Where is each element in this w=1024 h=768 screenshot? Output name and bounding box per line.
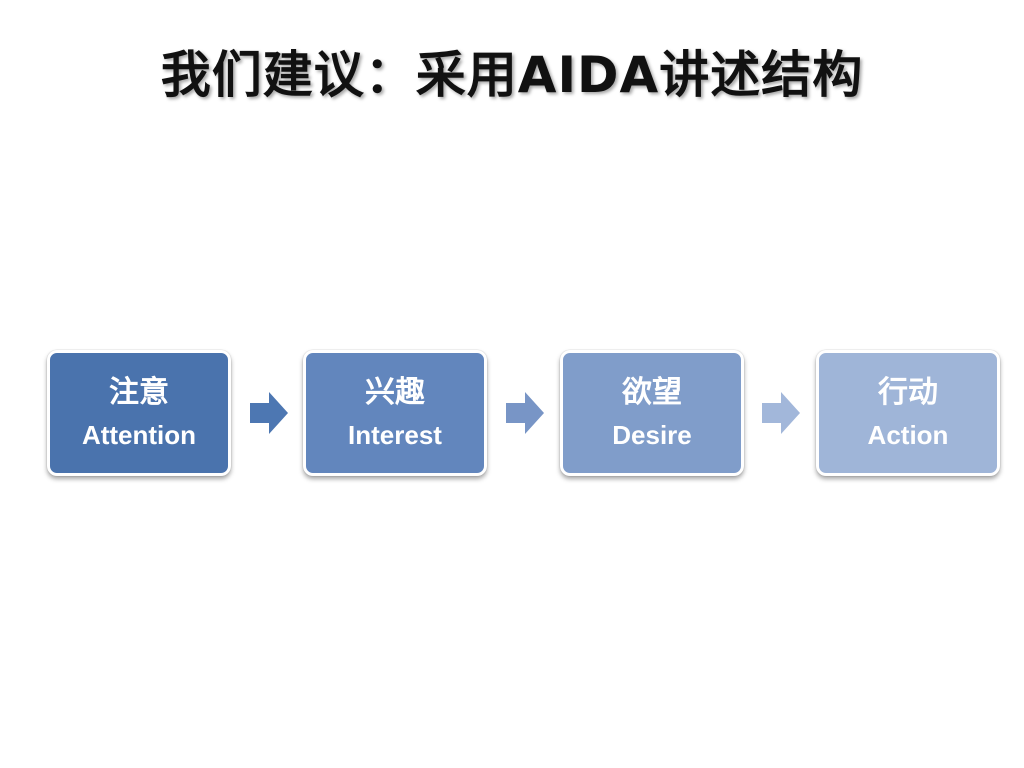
slide-title: 我们建议：采用AIDA讲述结构 xyxy=(160,46,864,104)
right-arrow-icon xyxy=(506,392,544,434)
step-interest-en-label: Interest xyxy=(348,420,442,450)
step-action-zh-label: 行动 xyxy=(878,375,938,410)
step-desire-box: 欲望 Desire xyxy=(560,350,744,476)
step-attention-en-label: Attention xyxy=(81,420,197,450)
step-interest-box: 兴趣 Interest xyxy=(303,350,487,476)
step-attention-zh-label: 注意 xyxy=(109,375,169,410)
step-desire-en-label: Desire xyxy=(612,420,692,450)
step-action-en-label: Action xyxy=(867,420,949,450)
step-action-box: 行动 Action xyxy=(816,350,1000,476)
step-attention-box: 注意 Attention xyxy=(47,350,231,476)
right-arrow-icon xyxy=(762,392,800,434)
step-desire-zh-label: 欲望 xyxy=(622,375,682,410)
step-interest-zh-label: 兴趣 xyxy=(365,375,425,410)
right-arrow-icon xyxy=(250,392,288,434)
